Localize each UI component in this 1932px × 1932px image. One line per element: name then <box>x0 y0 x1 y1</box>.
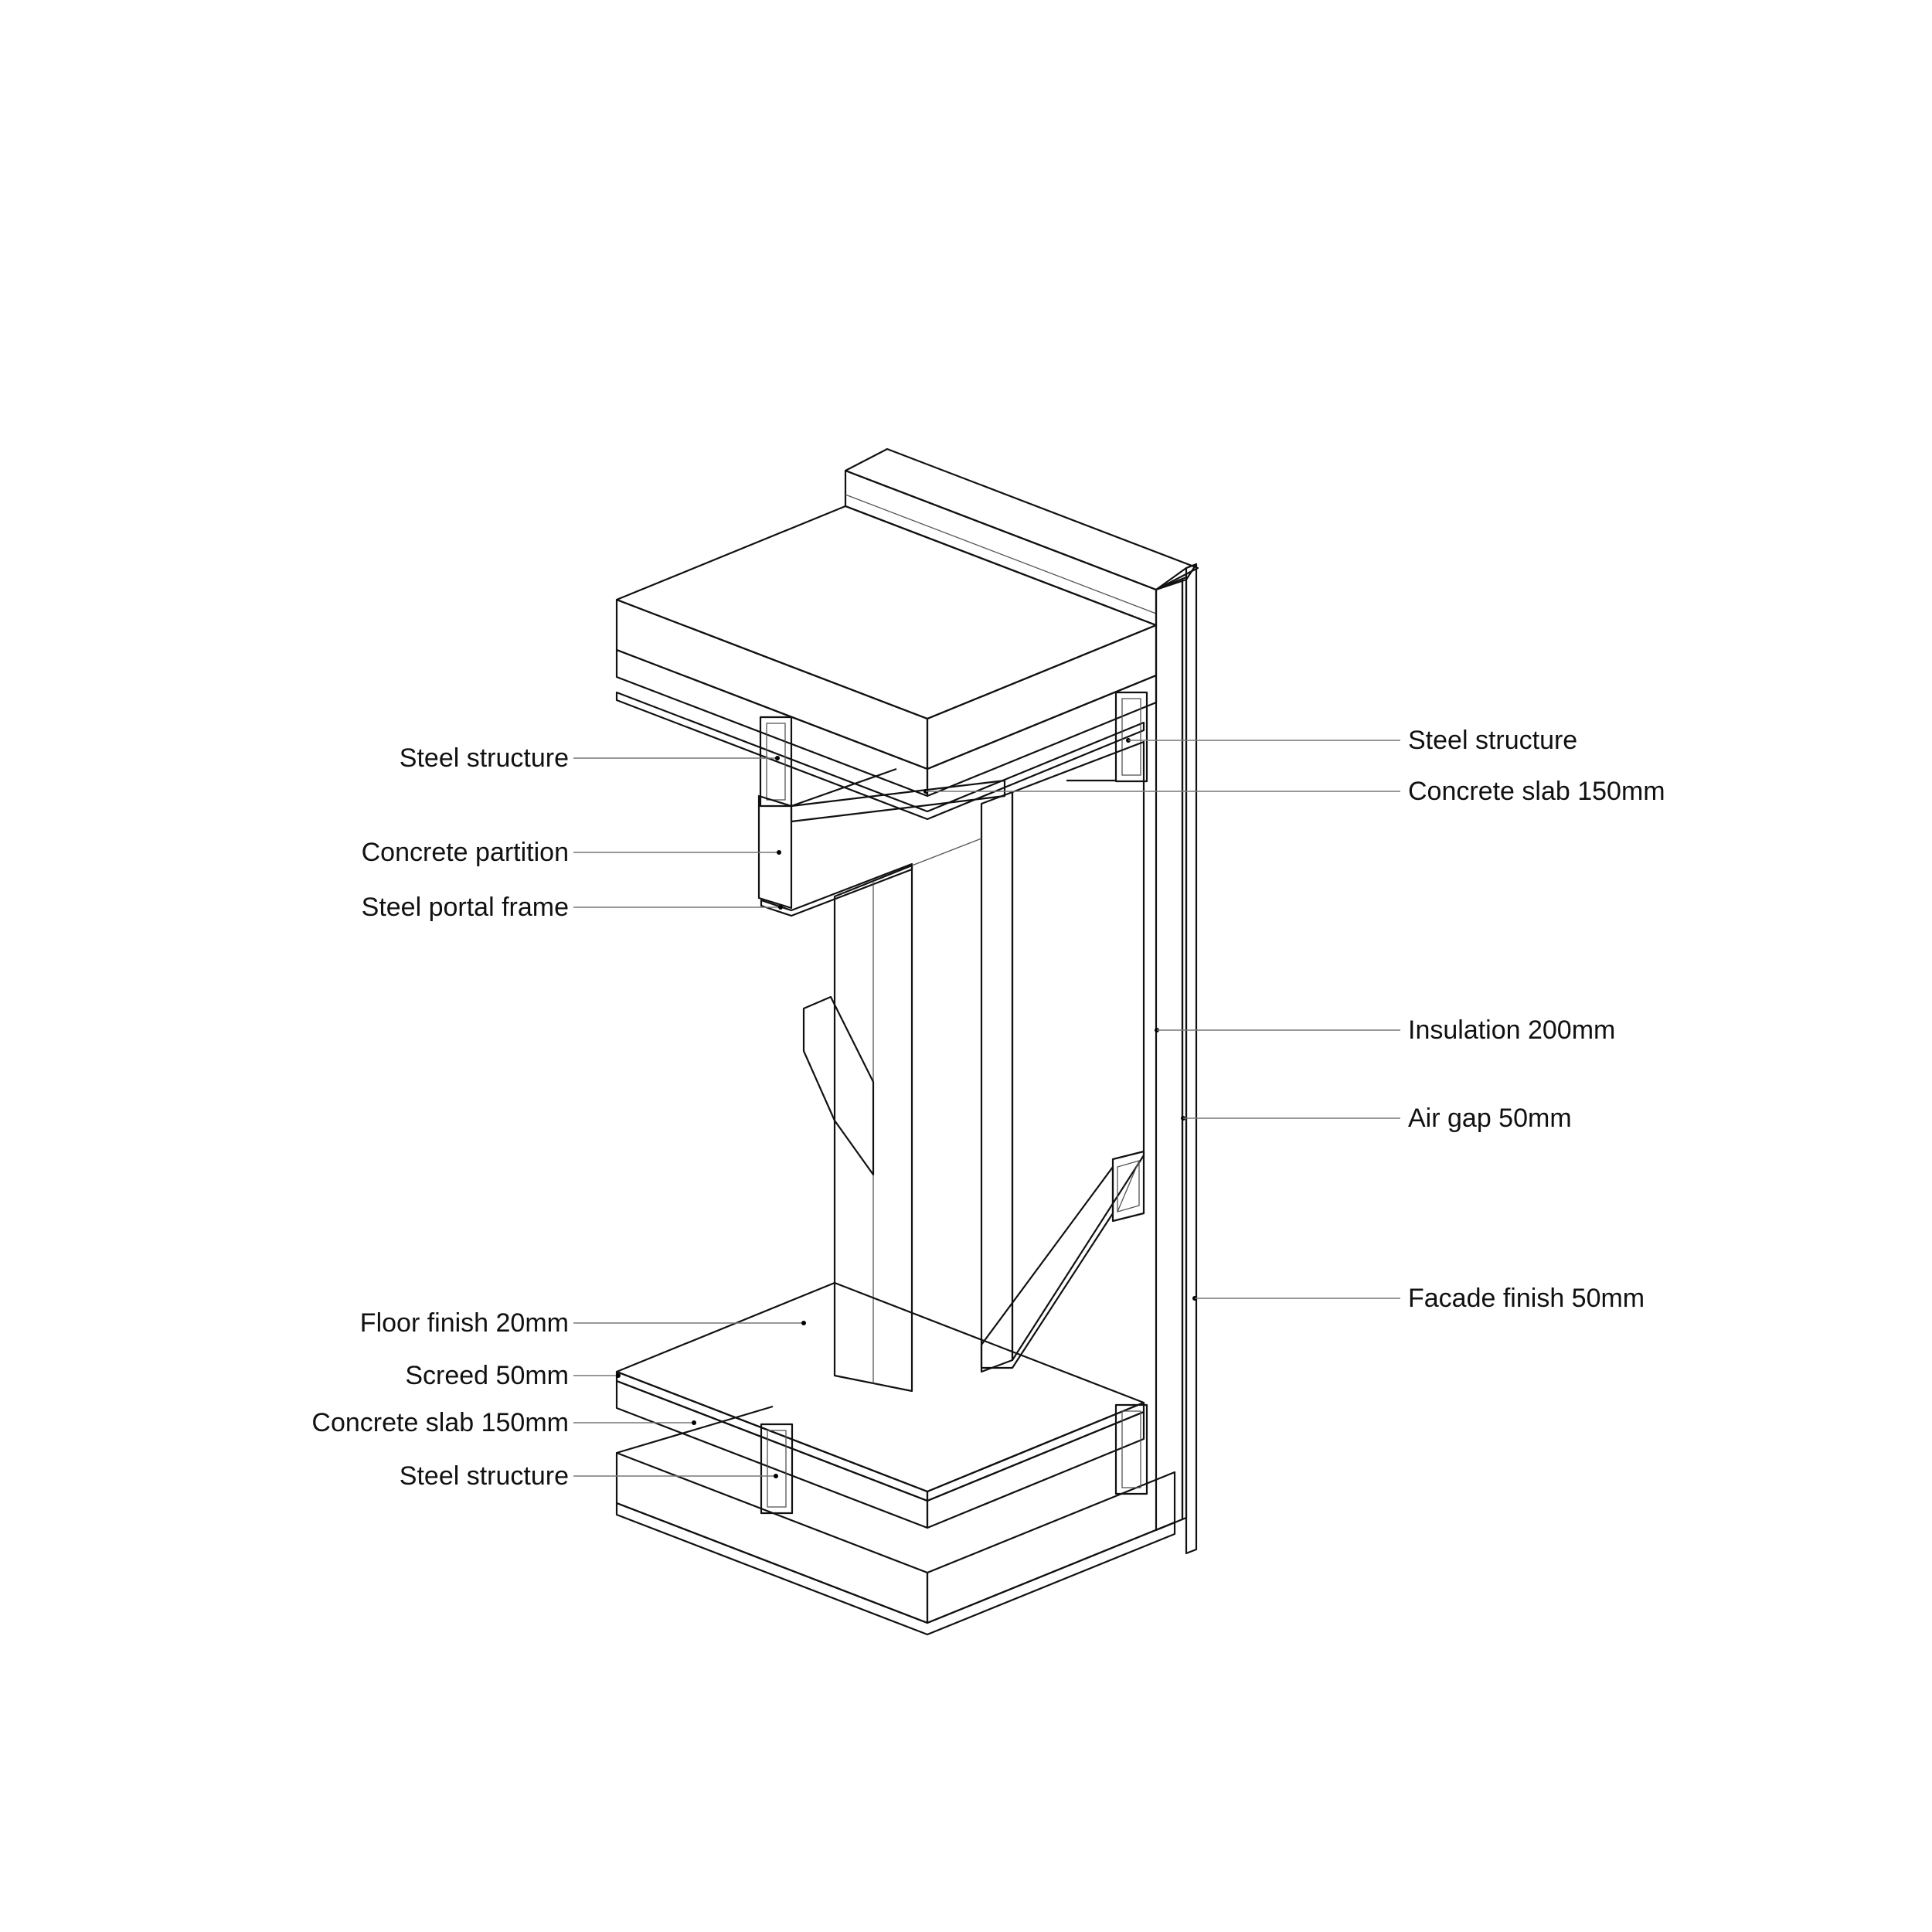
label-steel-structure-right: Steel structure <box>1126 726 1577 755</box>
annotations-right: Steel structure Concrete slab 150mm Insu… <box>923 726 1665 1313</box>
concrete-partition <box>757 794 793 910</box>
svg-text:Facade finish 50mm: Facade finish 50mm <box>1408 1284 1645 1313</box>
ceiling-plate <box>615 691 1145 821</box>
svg-text:Air gap 50mm: Air gap 50mm <box>1408 1104 1572 1133</box>
floor-finish-surface <box>615 1281 1145 1493</box>
steel-portal-frame <box>760 862 913 917</box>
svg-text:Steel structure: Steel structure <box>400 1461 569 1491</box>
floor-insulation-right <box>926 1471 1176 1624</box>
label-concrete-slab-bottom: Concrete slab 150mm <box>311 1408 696 1437</box>
label-facade-finish: Facade finish 50mm <box>1192 1284 1645 1313</box>
label-steel-structure-top-left: Steel structure <box>400 743 780 773</box>
diagonal-brace-left <box>802 995 875 1176</box>
mid-steel-member <box>1111 1150 1145 1223</box>
annotations-left: Steel structure Concrete partition Steel… <box>311 743 806 1491</box>
facade-finish <box>1185 563 1198 1555</box>
bottom-steel-beam-right <box>1114 1403 1148 1495</box>
roof-insulation-front-left <box>615 598 929 770</box>
svg-text:Concrete slab 150mm: Concrete slab 150mm <box>311 1408 569 1437</box>
roof-top-surface <box>615 505 1158 720</box>
label-concrete-partition: Concrete partition <box>362 838 781 867</box>
label-air-gap: Air gap 50mm <box>1181 1104 1572 1133</box>
floor-concrete-slab-left <box>615 1379 929 1529</box>
svg-text:Concrete slab 150mm: Concrete slab 150mm <box>1408 777 1665 806</box>
svg-text:Floor finish 20mm: Floor finish 20mm <box>360 1308 569 1338</box>
label-concrete-slab-right: Concrete slab 150mm <box>923 777 1665 806</box>
floor-screed-left <box>615 1370 929 1502</box>
label-steel-portal-frame: Steel portal frame <box>362 893 783 922</box>
facade-insulation <box>1155 577 1184 1532</box>
top-steel-beam-left <box>759 716 897 808</box>
interior-wall-panels <box>833 740 1145 1393</box>
bottom-steel-beam-left <box>760 1423 794 1515</box>
diagonal-brace-right <box>980 1165 1114 1369</box>
floor-concrete-slab-right <box>926 1410 1145 1529</box>
section-drawing <box>615 447 1199 1636</box>
label-steel-structure-bottom-left: Steel structure <box>400 1461 778 1491</box>
svg-text:Steel portal frame: Steel portal frame <box>362 893 569 922</box>
roof-parapet <box>844 447 1199 627</box>
label-floor-finish: Floor finish 20mm <box>360 1308 806 1338</box>
label-screed: Screed 50mm <box>405 1361 621 1390</box>
floor-insulation-left <box>615 1451 929 1624</box>
svg-text:Steel structure: Steel structure <box>1408 726 1577 755</box>
svg-text:Screed 50mm: Screed 50mm <box>405 1361 569 1390</box>
top-steel-beam-right <box>1066 691 1148 783</box>
svg-text:Insulation 200mm: Insulation 200mm <box>1408 1015 1615 1045</box>
label-insulation: Insulation 200mm <box>1155 1015 1615 1045</box>
svg-text:Steel structure: Steel structure <box>400 743 569 773</box>
floor-soffit-plate <box>615 1502 1176 1636</box>
svg-text:Concrete partition: Concrete partition <box>362 838 569 867</box>
